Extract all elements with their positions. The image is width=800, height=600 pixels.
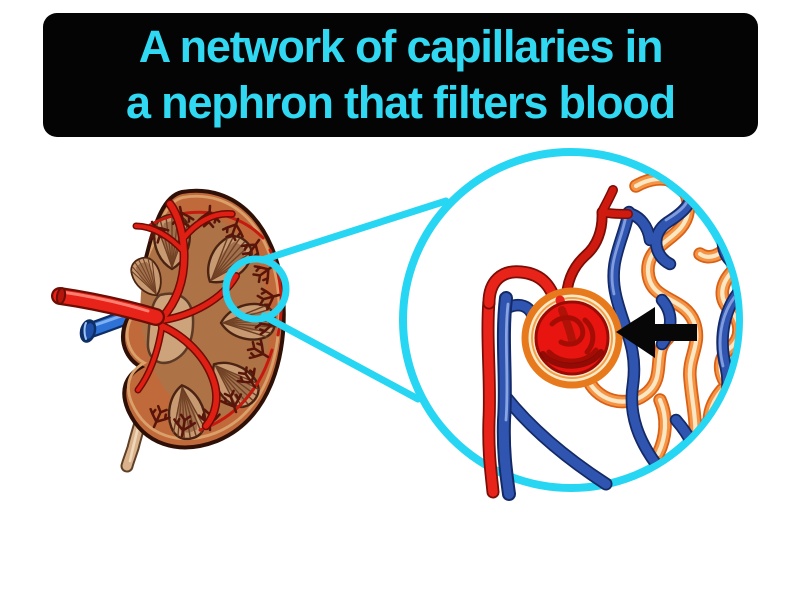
capillary-squiggles (546, 315, 599, 364)
nephron-illustration (481, 171, 736, 501)
zoom-connector-line-bottom (260, 312, 422, 403)
renal-artery-icon (51, 287, 165, 326)
glomerulus-icon (521, 287, 623, 389)
zoom-source-circle (222, 255, 290, 323)
definition-banner: A network of capillaries in a nephron th… (43, 13, 758, 137)
renal-artery-branches (132, 199, 240, 431)
vasa-recta-vessels (481, 288, 613, 501)
definition-text-line1: A network of capillaries in (138, 21, 664, 72)
zoom-connector-line-top (258, 197, 450, 264)
left-arrow-icon (616, 307, 697, 358)
kidney-illustration (51, 188, 286, 473)
definition-text-line2: a nephron that filters blood (126, 77, 676, 128)
